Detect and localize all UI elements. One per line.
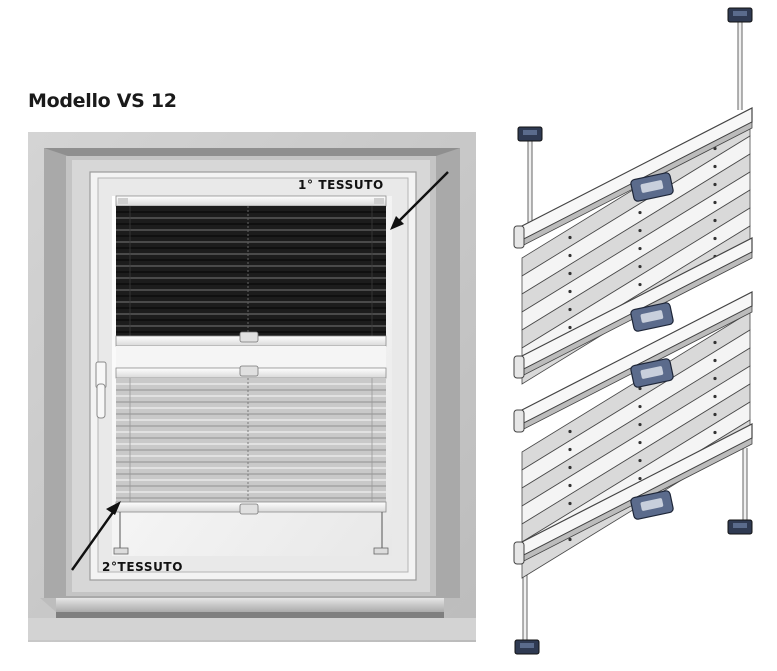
grip-handle-1 [239,331,259,343]
window-illustration [28,132,476,642]
grip-blue-3 [630,358,674,388]
window-handle [95,361,107,419]
label-fabric-1: 1° TESSUTO [298,178,384,192]
mount-bracket-bottom-right [727,519,753,535]
window-sill [56,598,444,616]
mount-bracket-top-left [517,126,543,142]
diagram-title: Modello VS 12 [28,90,177,112]
grip-blue-2 [630,302,674,332]
dark-fabric [116,206,386,336]
mount-bracket-bottom-left [514,639,540,655]
mount-bracket-top-right [727,7,753,23]
light-fabric [116,378,386,502]
grip-blue-1 [630,172,674,202]
arrow-fabric-1 [390,171,449,230]
grip-blue-4 [630,490,674,520]
headrail [115,195,387,207]
label-fabric-2: 2°TESSUTO [102,560,184,574]
exploded-assembly [513,7,753,655]
grip-handle-3 [239,503,259,515]
arrow-fabric-2 [71,501,121,571]
grip-handle-2 [239,365,259,377]
